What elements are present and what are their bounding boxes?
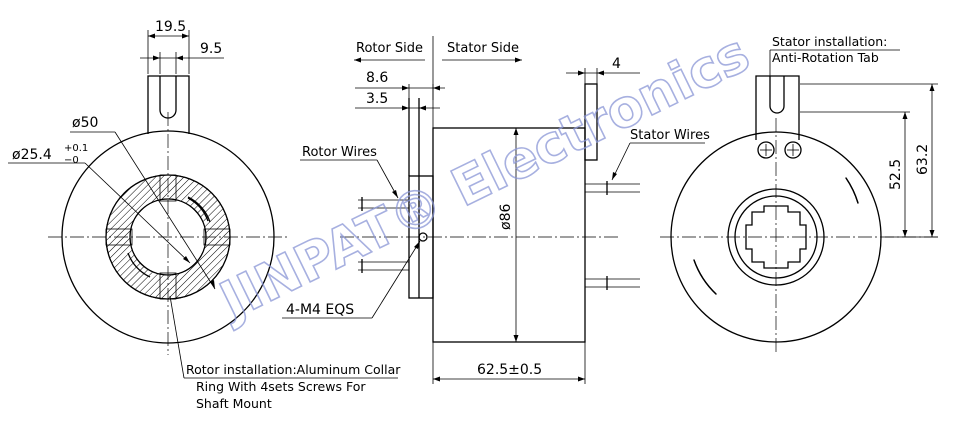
body-diameter-label: ø86 xyxy=(498,204,514,230)
anti-rotation-tab xyxy=(147,75,190,134)
dim-8-6-label: 8.6 xyxy=(366,70,388,86)
stator-side-label: Stator Side xyxy=(447,41,519,56)
rotor-installation-line-2: Ring With 4sets Screws For xyxy=(196,379,366,394)
rotor-wires xyxy=(358,197,409,273)
dim-63-2-label: 63.2 xyxy=(915,144,931,175)
slot-width-label: 9.5 xyxy=(200,41,222,57)
stator-installation-line-2: Anti-Rotation Tab xyxy=(772,50,879,65)
stator-tab xyxy=(584,83,598,161)
collar-slot xyxy=(187,197,209,222)
bore-tolerance-lower: −0 xyxy=(64,155,79,166)
dim-52-5-label: 52.5 xyxy=(888,159,904,190)
tab-screw xyxy=(784,141,802,159)
screws-label: 4-M4 EQS xyxy=(286,302,354,318)
rotor-installation-line-1: Rotor installation:Aluminum Collar xyxy=(186,362,401,377)
rear-view: Stator installation: Anti-Rotation Tab 5… xyxy=(660,34,940,355)
length-label: 62.5±0.5 xyxy=(477,362,542,378)
rotor-wires-label: Rotor Wires xyxy=(302,145,377,160)
rear-arc-slot xyxy=(845,177,859,204)
bore-tolerance-upper: +0.1 xyxy=(64,143,88,154)
screw-head xyxy=(418,232,428,242)
front-view: 19.5 9.5 ø50 ø25.4 +0.1 −0 Rotor install… xyxy=(8,19,401,411)
stator-anti-rotation-tab xyxy=(755,75,800,140)
watermark: JINPAT® Electronics xyxy=(209,24,759,333)
spline-bore xyxy=(745,205,807,269)
tab-slot xyxy=(159,76,177,119)
outer-diameter-label: ø50 xyxy=(72,115,98,131)
collar-slot xyxy=(127,252,151,278)
rear-arc-slot xyxy=(693,259,717,295)
stator-wires xyxy=(585,181,640,290)
stator-wires-label: Stator Wires xyxy=(630,128,710,143)
tab-screw xyxy=(757,141,775,159)
side-view: Rotor Side Stator Side Rotor Wires xyxy=(282,36,710,384)
rotor-installation-line-3: Shaft Mount xyxy=(196,396,272,411)
tab-width-label: 19.5 xyxy=(155,19,186,35)
stator-installation-line-1: Stator installation: xyxy=(772,34,887,49)
dim-4-label: 4 xyxy=(612,56,621,72)
rotor-side-label: Rotor Side xyxy=(356,41,423,56)
stator-tab-slot xyxy=(769,76,785,114)
bore-diameter-label: ø25.4 xyxy=(12,147,52,163)
dim-3-5-label: 3.5 xyxy=(366,91,388,107)
